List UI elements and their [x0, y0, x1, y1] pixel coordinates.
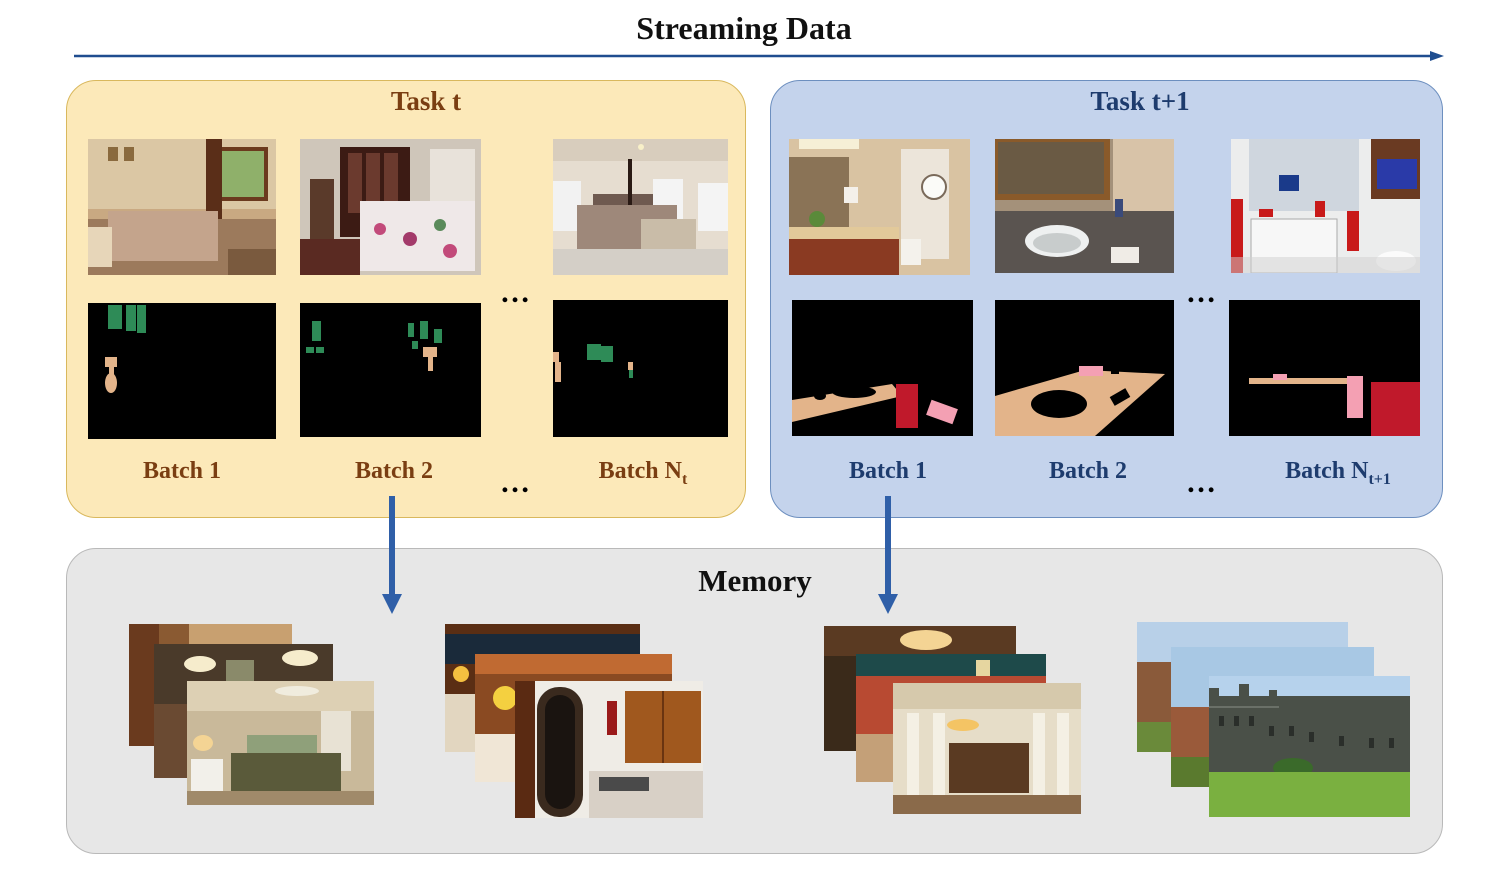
task-t-batch2-mask [300, 303, 481, 437]
task-t-batchN-image [553, 139, 728, 275]
task-t1-ellipsis-low: … [1186, 466, 1217, 499]
streaming-data-title: Streaming Data [636, 10, 852, 46]
streaming-timeline-arrow [74, 51, 1444, 61]
task-t1-batch2-mask [995, 300, 1174, 436]
task-t1-batchN-label: Batch Nt+1 [1238, 458, 1438, 489]
task-t-batch1-image [88, 139, 276, 275]
memory-title: Memory [698, 563, 812, 598]
memory-stack3-image-front [893, 683, 1081, 814]
task-t1-batch1-label: Batch 1 [849, 458, 927, 484]
task-t1-batchN-subscript: t+1 [1368, 470, 1391, 488]
task-t1-title: Task t+1 [1090, 86, 1190, 116]
memory-stack1-image-front [187, 681, 374, 805]
task-t-ellipsis-mid: … [500, 276, 531, 309]
task-t1-batch2-label: Batch 2 [1049, 458, 1127, 484]
task-t-batch1-mask [88, 303, 276, 439]
task-t-to-memory-arrow [382, 496, 402, 614]
task-t1-batchN-text: Batch N [1285, 458, 1369, 484]
task-t1-batch1-mask [792, 300, 973, 436]
task-t1-batch1-image [789, 139, 970, 275]
task-t1-batch2-image [995, 139, 1174, 273]
task-t-batch1-label: Batch 1 [143, 458, 221, 484]
task-t1-to-memory-arrow [878, 496, 898, 614]
memory-stack2-image-front [515, 681, 703, 818]
task-t-batchN-mask [553, 300, 728, 437]
task-t-batch2-image [300, 139, 481, 275]
memory-stack4-image-front [1209, 676, 1410, 817]
task-t-batchN-label: Batch Nt [543, 458, 743, 489]
task-t-batch2-label: Batch 2 [355, 458, 433, 484]
task-t-title: Task t [390, 86, 462, 116]
task-t1-batchN-image [1231, 139, 1420, 273]
task-t-ellipsis-low: … [500, 466, 531, 499]
task-t-batchN-subscript: t [682, 470, 688, 488]
task-t1-ellipsis-mid: … [1186, 276, 1217, 309]
task-t1-batchN-mask [1229, 300, 1420, 436]
task-t-batchN-text: Batch N [598, 458, 682, 484]
